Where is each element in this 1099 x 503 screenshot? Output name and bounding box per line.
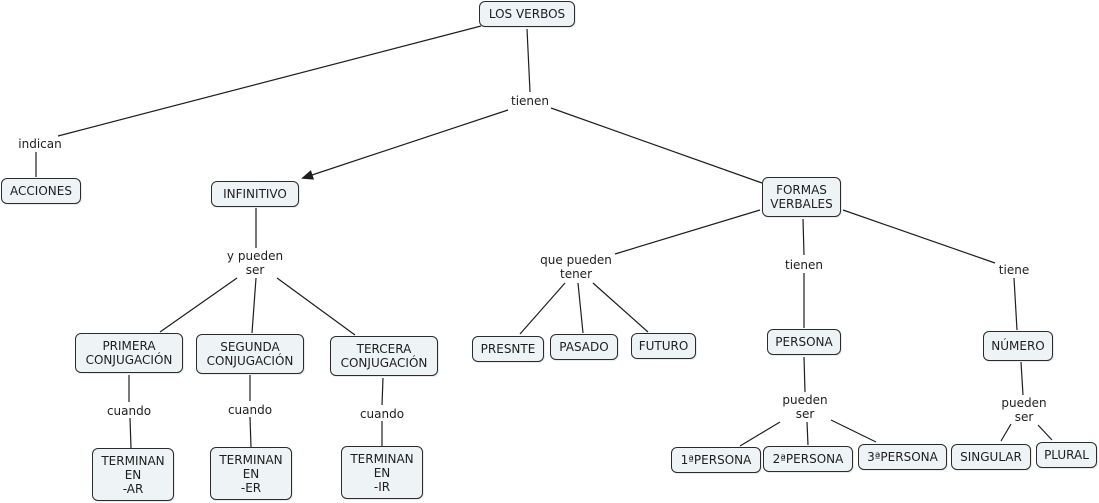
concept-node-los-verbos[interactable]: LOS VERBOS [479, 1, 575, 27]
concept-node-terminan-ar[interactable]: TERMINAN EN -AR [92, 448, 174, 501]
connector-line [806, 421, 809, 446]
concept-node-1a-persona[interactable]: 1ªPERSONA [671, 447, 761, 473]
concept-node-acciones[interactable]: ACCIONES [1, 178, 81, 204]
connector-line [1037, 424, 1053, 441]
connector-line [1013, 277, 1018, 331]
connector-line [159, 277, 238, 333]
connector-line [251, 277, 257, 334]
link-phrase-pueden-ser-persona[interactable]: pueden ser [780, 393, 830, 421]
connector-line [519, 282, 566, 335]
concept-node-persona[interactable]: PERSONA [767, 329, 841, 355]
connector-line [1020, 361, 1024, 396]
connector-arrow [301, 109, 509, 180]
connector-line [57, 25, 482, 137]
concept-node-segunda-conjugacion[interactable]: SEGUNDA CONJUGACIÓN [196, 334, 304, 374]
connector-line [129, 417, 132, 449]
link-phrase-indican[interactable]: indican [16, 137, 64, 151]
link-phrase-cuando-3[interactable]: cuando [357, 407, 407, 421]
concept-node-infinitivo[interactable]: INFINITIVO [211, 181, 299, 207]
concept-node-primera-conjugacion[interactable]: PRIMERA CONJUGACIÓN [75, 333, 183, 373]
connector-line [577, 282, 584, 334]
connector-line [276, 277, 356, 336]
link-phrase-tienen-formas[interactable]: tienen [782, 258, 826, 272]
connector-line [739, 421, 781, 447]
concept-node-formas-verbales[interactable]: FORMAS VERBALES [762, 177, 841, 217]
connector-line [614, 209, 761, 255]
link-phrase-cuando-2[interactable]: cuando [225, 403, 275, 417]
concept-node-3a-persona[interactable]: 3ªPERSONA [858, 444, 947, 470]
connector-line [381, 377, 384, 406]
link-phrase-y-pueden-ser[interactable]: y pueden ser [224, 249, 286, 277]
concept-node-2a-persona[interactable]: 2ªPERSONA [763, 446, 853, 472]
concept-node-terminan-er[interactable]: TERMINAN EN -ER [210, 447, 292, 500]
concept-node-numero[interactable]: NÚMERO [983, 331, 1053, 361]
connector-line [592, 282, 649, 333]
link-phrase-pueden-ser-numero[interactable]: pueden ser [999, 396, 1049, 424]
concept-node-presnte[interactable]: PRESNTE [472, 336, 544, 362]
concept-node-singular[interactable]: SINGULAR [951, 444, 1031, 470]
connector-line [550, 107, 763, 184]
connector-line [1000, 423, 1012, 442]
connector-line [803, 356, 806, 393]
concept-node-futuro[interactable]: FUTURO [631, 333, 696, 359]
link-phrase-tiene[interactable]: tiene [996, 263, 1032, 277]
link-phrase-que-pueden-tener[interactable]: que pueden tener [538, 253, 614, 281]
concept-node-plural[interactable]: PLURAL [1036, 442, 1097, 468]
concept-node-tercera-conjugacion[interactable]: TERCERA CONJUGACIÓN [330, 336, 438, 376]
link-phrase-cuando-1[interactable]: cuando [104, 404, 154, 418]
connector-line [802, 218, 805, 256]
connector-line [830, 419, 877, 443]
connector-line [249, 416, 252, 448]
concept-node-terminan-ir[interactable]: TERMINAN EN -IR [341, 446, 423, 499]
connector-line [526, 28, 531, 93]
connector-line [842, 209, 996, 264]
link-phrase-tienen-main[interactable]: tienen [508, 94, 552, 108]
concept-node-pasado[interactable]: PASADO [550, 334, 618, 360]
